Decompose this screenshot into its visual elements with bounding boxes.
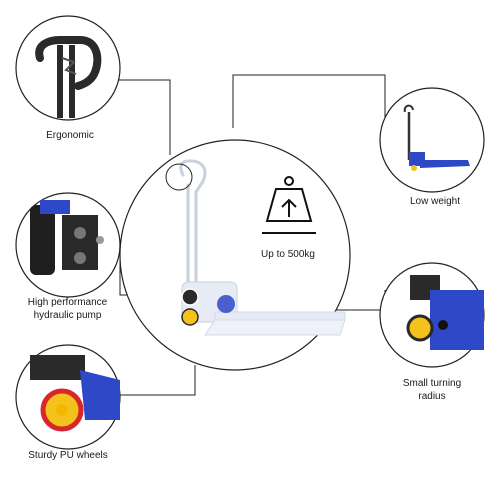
low-weight-thumb (379, 87, 485, 193)
pu-wheels-thumb (15, 344, 121, 450)
turning-radius-thumb (379, 262, 485, 368)
feature-label-low-weight: Low weight (409, 196, 461, 207)
pallet-truck-illustration (179, 159, 207, 287)
ergonomic-thumb (15, 15, 121, 121)
feature-label-pu-wheels: Sturdy PU wheels (28, 450, 108, 461)
feature-label-hydraulic-pump-line1: High performance (27, 297, 108, 308)
feature-label-turning-radius-line1: Small turning (402, 378, 462, 389)
hydraulic-pump-thumb (15, 192, 121, 298)
feature-label-turning-radius-line2: radius (418, 391, 446, 402)
feature-label-hydraulic-pump-line2: hydraulic pump (33, 310, 102, 321)
feature-label-ergonomic: Ergonomic (46, 130, 94, 141)
weight-icon (262, 176, 316, 234)
feature-label-hydraulic-pump: High performance hydraulic pump (10, 296, 125, 322)
capacity-label: Up to 500kg (261, 249, 315, 260)
arrow-up-icon (281, 198, 297, 217)
feature-label-turning-radius: Small turning radius (382, 377, 482, 403)
